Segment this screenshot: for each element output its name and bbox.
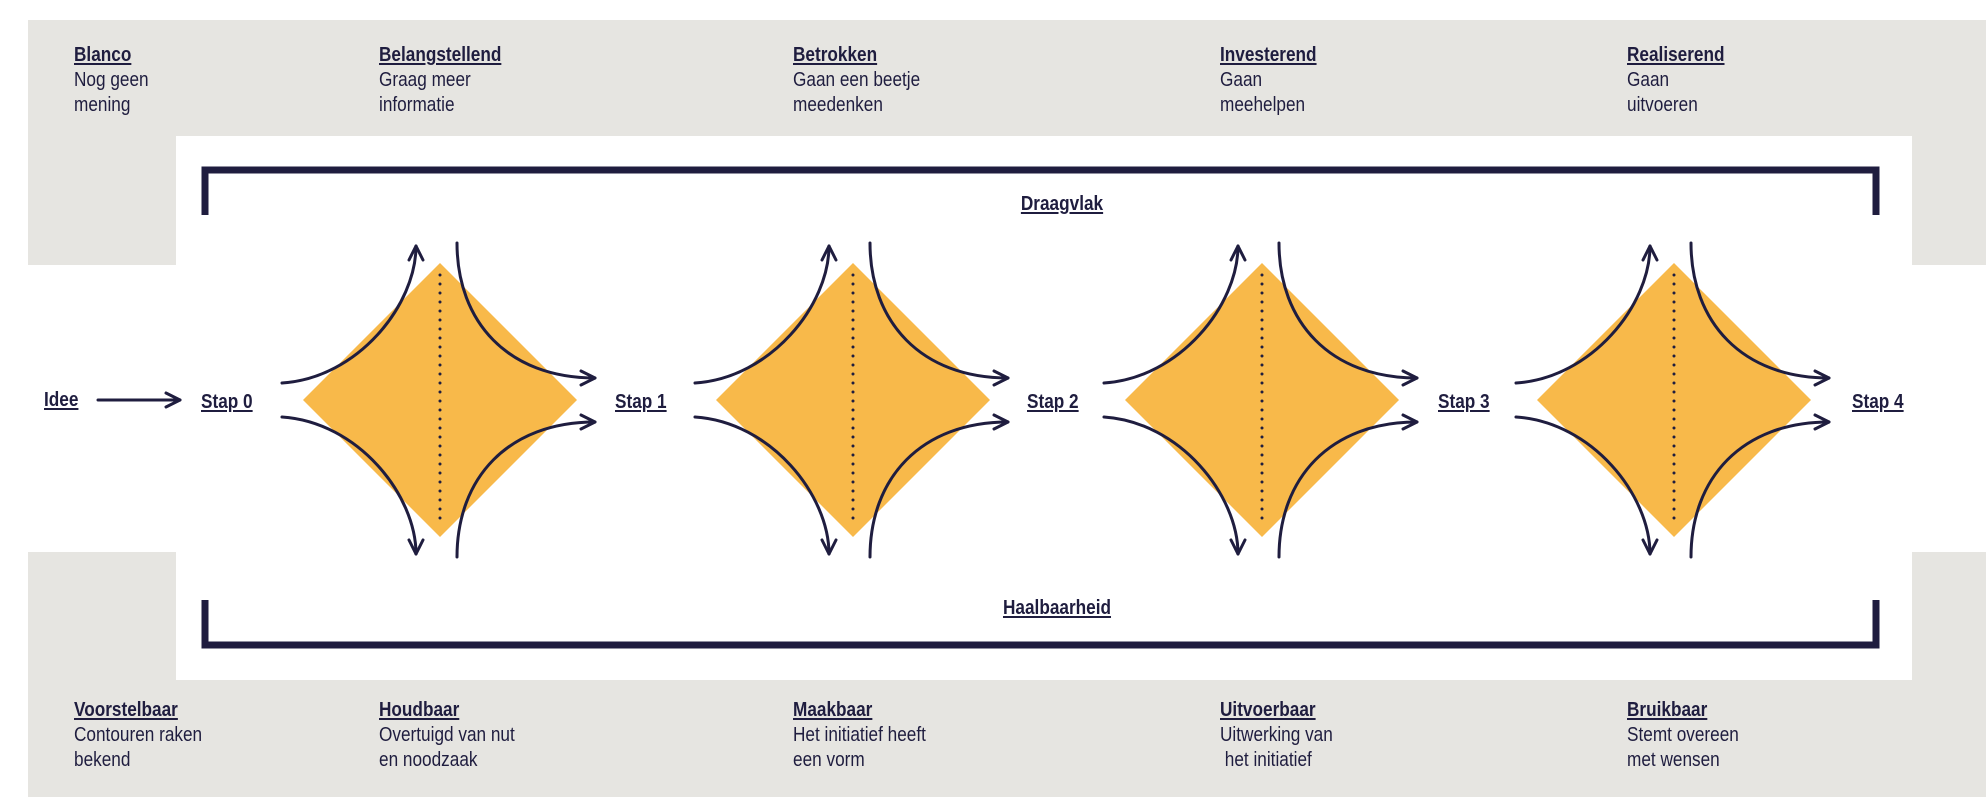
converge-top-arrow <box>1277 241 1419 387</box>
label-line: Nog geen <box>74 69 149 91</box>
label-title: Investerend <box>1220 44 1317 66</box>
label-title: Voorstelbaar <box>74 699 178 721</box>
label-line: het initiatief <box>1220 749 1312 771</box>
bottom-label-bruikbaar: Bruikbaar Stemt overeen met wensen <box>1627 698 1739 773</box>
step-label-0: Stap 0 <box>201 391 253 413</box>
phase-diamond-group-2 <box>693 241 1010 559</box>
diverge-up-arrow <box>693 244 838 385</box>
phase-diamond-group-3 <box>1102 241 1419 559</box>
label-line: met wensen <box>1627 749 1720 771</box>
top-label-blanco: Blanco Nog geen mening <box>74 43 149 118</box>
converge-top-arrow <box>1689 241 1831 387</box>
label-line: en noodzaak <box>379 749 478 771</box>
idee-label: Idee <box>44 389 79 411</box>
converge-top-arrow <box>455 241 597 387</box>
label-line: Gaan <box>1220 69 1263 91</box>
step-label-1: Stap 1 <box>615 391 667 413</box>
step-label-4: Stap 4 <box>1852 391 1904 413</box>
top-panel <box>28 20 1986 265</box>
label-title: Houdbaar <box>379 699 460 721</box>
top-label-belangstellend: Belangstellend Graag meer informatie <box>379 43 501 118</box>
label-line: Gaan <box>1627 69 1670 91</box>
bottom-label-uitvoerbaar: Uitvoerbaar Uitwerking van het initiatie… <box>1220 698 1333 773</box>
label-line: Graag meer <box>379 69 471 91</box>
label-title: Blanco <box>74 44 132 66</box>
label-line: bekend <box>74 749 131 771</box>
top-label-realiserend: Realiserend Gaan uitvoeren <box>1627 43 1725 118</box>
label-line: Uitwerking van <box>1220 724 1333 746</box>
step-label-3: Stap 3 <box>1438 391 1490 413</box>
diverge-down-arrow <box>693 415 838 556</box>
draagvlak-bracket <box>201 166 1880 215</box>
label-line: meehelpen <box>1220 94 1306 116</box>
diverge-down-arrow <box>1102 415 1247 556</box>
converge-top-arrow <box>868 241 1010 387</box>
bottom-label-voorstelbaar: Voorstelbaar Contouren raken bekend <box>74 698 202 773</box>
label-line: meedenken <box>793 94 883 116</box>
diverge-down-arrow <box>1514 415 1659 556</box>
converge-bottom-arrow <box>868 413 1010 559</box>
label-line: Het initiatief heeft <box>793 724 926 746</box>
bottom-panel <box>28 552 1986 797</box>
label-line: Contouren raken <box>74 724 203 746</box>
label-title: Uitvoerbaar <box>1220 699 1316 721</box>
label-title: Belangstellend <box>379 44 502 66</box>
diverge-up-arrow <box>280 244 425 385</box>
haalbaarheid-bracket <box>201 600 1880 649</box>
phase-diamond-group-4 <box>1514 241 1831 559</box>
phase-diamond-group-1 <box>280 241 597 559</box>
label-line: uitvoeren <box>1627 94 1698 116</box>
converge-bottom-arrow <box>1689 413 1831 559</box>
bottom-label-maakbaar: Maakbaar Het initiatief heeft een vorm <box>793 698 926 773</box>
label-line: Stemt overeen <box>1627 724 1739 746</box>
label-line: Gaan een beetje <box>793 69 921 91</box>
converge-bottom-arrow <box>455 413 597 559</box>
label-title: Realiserend <box>1627 44 1725 66</box>
haalbaarheid-label: Haalbaarheid <box>1002 597 1112 619</box>
label-title: Betrokken <box>793 44 878 66</box>
converge-bottom-arrow <box>1277 413 1419 559</box>
diverge-down-arrow <box>280 415 425 556</box>
label-line: mening <box>74 94 131 116</box>
label-line: Overtuigd van nut <box>379 724 515 746</box>
label-line: informatie <box>379 94 455 116</box>
label-title: Bruikbaar <box>1627 699 1708 721</box>
top-label-investerend: Investerend Gaan meehelpen <box>1220 43 1317 118</box>
bottom-label-houdbaar: Houdbaar Overtuigd van nut en noodzaak <box>379 698 515 773</box>
draagvlak-label: Draagvlak <box>1020 193 1104 215</box>
diverge-up-arrow <box>1514 244 1659 385</box>
diverge-up-arrow <box>1102 244 1247 385</box>
label-line: een vorm <box>793 749 865 771</box>
step-label-2: Stap 2 <box>1027 391 1079 413</box>
label-title: Maakbaar <box>793 699 873 721</box>
top-label-betrokken: Betrokken Gaan een beetje meedenken <box>793 43 920 118</box>
